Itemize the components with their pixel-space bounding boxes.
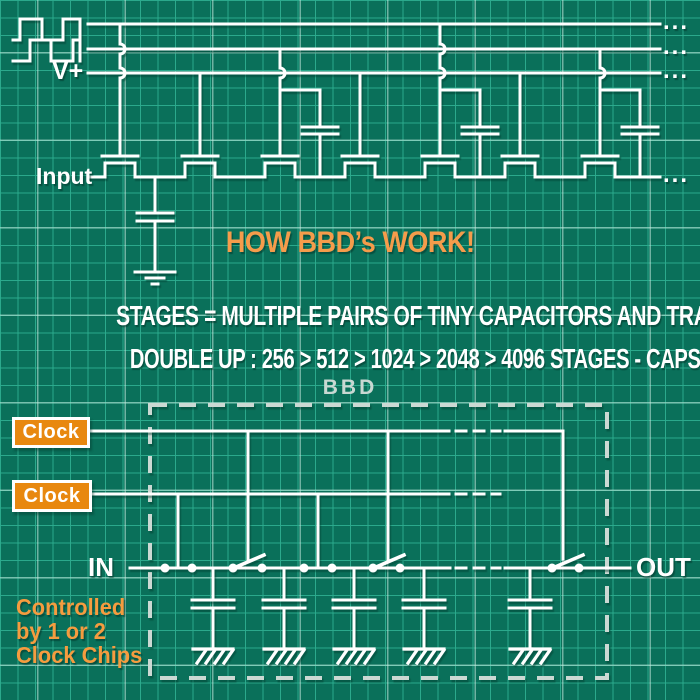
clock2-feed-lines — [176, 492, 320, 568]
vplus-label: V+ — [52, 57, 84, 85]
page-title-text: HOW BBD’s WORK! — [225, 226, 475, 259]
hatched-ground-icons — [191, 647, 553, 666]
bbd-internal-diagram — [88, 429, 632, 666]
bbd-box-title-text: BBD — [322, 376, 378, 399]
clock1-label: Clock — [22, 421, 80, 443]
top-circuit-diagram — [11, 17, 662, 286]
junction-dots — [160, 563, 584, 573]
clock2-box: Clock — [12, 480, 92, 512]
clock1-line-corner — [503, 429, 565, 561]
in-label: IN — [88, 552, 114, 582]
rail2-ellipsis: ... — [663, 33, 690, 60]
page-title: HOW BBD’s WORK! — [0, 226, 700, 260]
input-line — [86, 161, 662, 179]
footer-note-line-3: Clock Chips — [16, 642, 143, 668]
footer-note-line-2: by 1 or 2 — [16, 618, 106, 644]
earth-ground-icon — [133, 270, 177, 286]
input-capacitor-symbol — [135, 175, 175, 274]
clock1-box: Clock — [12, 417, 90, 448]
footer-note: Controlled by 1 or 2 Clock Chips — [16, 595, 149, 667]
clock-waveform-icon — [11, 17, 82, 63]
subtitle-line-1-text: STAGES = MULTIPLE PAIRS OF TINY CAPACITO… — [116, 300, 700, 331]
bbd-box-title: BBD — [0, 376, 700, 400]
rail1-ellipsis: ... — [663, 8, 690, 35]
input-ellipsis: ... — [663, 161, 690, 188]
out-label: OUT — [636, 552, 691, 582]
stage-capacitor-symbols — [278, 88, 660, 179]
input-label: Input — [36, 163, 93, 189]
footer-note-line-1: Controlled — [16, 594, 126, 620]
subtitle-line-2-text: DOUBLE UP : 256 > 512 > 1024 > 2048 > 40… — [129, 343, 700, 374]
bucket-capacitor-symbols — [190, 566, 553, 651]
gate-lines — [118, 22, 607, 158]
subtitle-line-2: DOUBLE UP : 256 > 512 > 1024 > 2048 > 40… — [0, 343, 700, 375]
clock2-label: Clock — [23, 484, 81, 507]
supply-rails — [86, 22, 662, 75]
bbd-dashed-box — [148, 403, 609, 680]
rail3-ellipsis: ... — [663, 57, 690, 84]
switch-blade-symbols — [233, 552, 586, 570]
subtitle-line-1: STAGES = MULTIPLE PAIRS OF TINY CAPACITO… — [0, 300, 700, 332]
